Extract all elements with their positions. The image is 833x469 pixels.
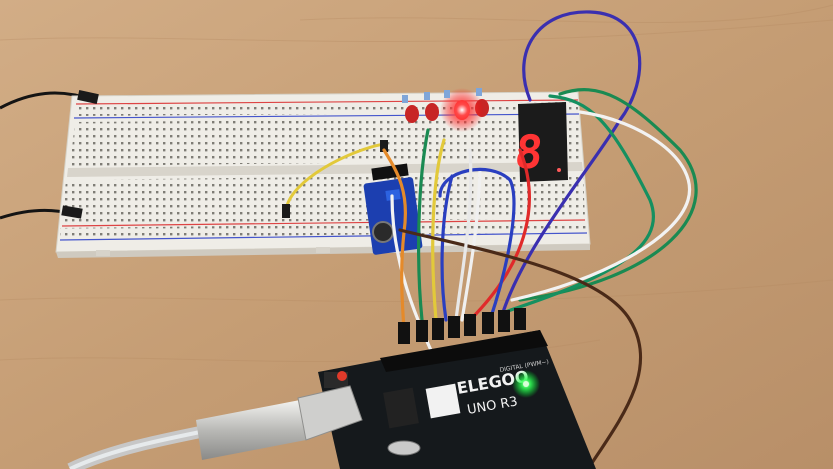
arduino-board: DIGITAL (PWM~) ELEGOO UNO R3 bbox=[318, 330, 596, 469]
black-cable-top-plug bbox=[77, 90, 99, 104]
lit-led-glow bbox=[440, 88, 484, 132]
blue-wire-down bbox=[440, 174, 454, 322]
green-wire-down bbox=[417, 128, 430, 322]
elegoo-logo bbox=[425, 383, 461, 419]
breadboard bbox=[55, 91, 591, 258]
seven-segment-display: 8 bbox=[512, 102, 568, 182]
blue-wire-loop-small bbox=[438, 167, 516, 322]
seven-segment-digit: 8 bbox=[512, 125, 545, 179]
black-cable-bottom-plug bbox=[61, 205, 83, 219]
red-wire bbox=[468, 148, 531, 322]
white-wire-short bbox=[454, 148, 473, 322]
usb-cable bbox=[67, 385, 363, 469]
jumper-wires bbox=[382, 10, 698, 469]
header-plugs bbox=[398, 308, 526, 344]
yellow-jumper bbox=[284, 142, 385, 211]
green-wire-right bbox=[518, 88, 698, 302]
yellow-wire-down bbox=[431, 138, 446, 322]
usb-connector bbox=[297, 385, 363, 441]
led-row bbox=[402, 88, 489, 132]
brown-wire bbox=[398, 228, 643, 469]
green-wire-mid bbox=[503, 94, 656, 314]
wood-grain bbox=[0, 4, 833, 363]
usb-plug-body bbox=[196, 400, 306, 460]
white-wire-right bbox=[510, 110, 692, 302]
blue-wire-loop bbox=[498, 10, 642, 324]
